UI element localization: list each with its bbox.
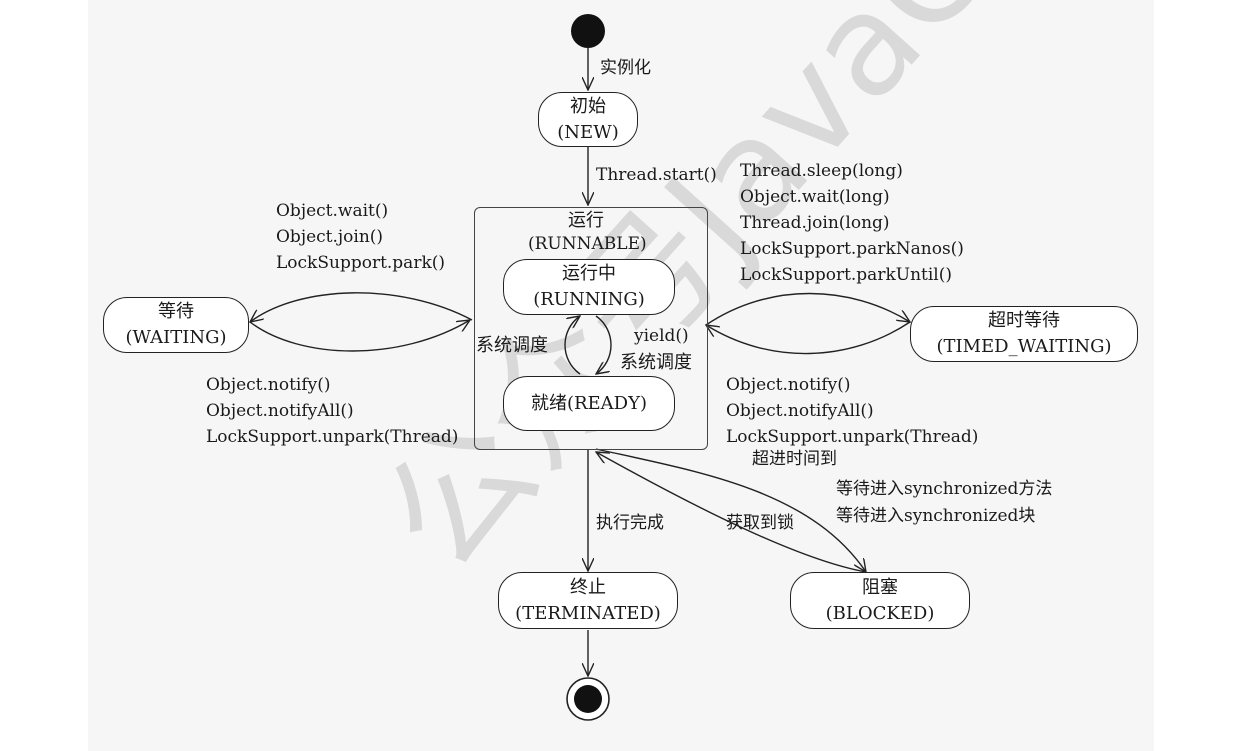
label-execution-done: 执行完成 [596, 513, 664, 533]
label-to-blocked-2: 等待进入synchronized块 [836, 506, 1036, 526]
state-terminated-code: (TERMINATED) [515, 602, 661, 624]
state-running-name: 运行中 [562, 263, 616, 284]
label-from-timed-waiting-3: LockSupport.unpark(Thread) [726, 427, 979, 447]
state-new: 初始 (NEW) [538, 92, 638, 147]
final-node-inner [574, 685, 602, 713]
label-from-waiting-2: Object.notifyAll() [206, 401, 354, 421]
arrow-scheduler-to-running [564, 316, 580, 375]
arrow-from-timed-waiting [706, 321, 911, 355]
runnable-title: 运行 [568, 210, 604, 231]
label-to-waiting-1: Object.wait() [276, 201, 389, 221]
label-to-timed-waiting-2: Object.wait(long) [740, 187, 890, 207]
arrow-yield-to-ready [596, 315, 612, 374]
label-instantiate: 实例化 [600, 58, 651, 78]
state-waiting-name: 等待 [158, 301, 194, 322]
state-new-code: (NEW) [557, 121, 619, 143]
label-to-blocked-1: 等待进入synchronized方法 [836, 479, 1053, 499]
label-from-waiting-3: LockSupport.unpark(Thread) [206, 427, 459, 447]
arrow-acquire-lock [596, 452, 867, 573]
state-blocked: 阻塞 (BLOCKED) [790, 572, 970, 629]
arrow-to-timed-waiting [705, 292, 910, 326]
state-terminated: 终止 (TERMINATED) [498, 572, 678, 629]
label-thread-start: Thread.start() [596, 165, 717, 185]
initial-node [571, 14, 605, 48]
label-to-waiting-3: LockSupport.park() [276, 253, 446, 273]
label-to-timed-waiting-5: LockSupport.parkUntil() [740, 265, 952, 285]
state-timed-waiting: 超时等待 (TIMED_WAITING) [910, 306, 1138, 362]
state-timed-waiting-name: 超时等待 [988, 310, 1060, 331]
label-from-waiting-1: Object.notify() [206, 375, 331, 395]
state-running: 运行中 (RUNNING) [503, 259, 675, 315]
state-waiting-code: (WAITING) [125, 327, 227, 348]
label-to-timed-waiting-1: Thread.sleep(long) [740, 161, 903, 181]
runnable-composite [474, 207, 708, 450]
label-to-waiting-2: Object.join() [276, 227, 384, 247]
state-blocked-name: 阻塞 [862, 576, 898, 598]
arrow-from-waiting [249, 320, 470, 352]
state-running-code: (RUNNING) [533, 289, 645, 310]
state-timed-waiting-code: (TIMED_WAITING) [936, 336, 1112, 357]
label-from-timed-waiting-1: Object.notify() [726, 375, 851, 395]
arrow-to-waiting [250, 292, 473, 322]
label-to-timed-waiting-3: Thread.join(long) [740, 213, 890, 233]
state-ready-name: 就绪(READY) [530, 392, 648, 414]
label-to-timed-waiting-4: LockSupport.parkNanos() [740, 239, 964, 259]
state-new-name: 初始 [570, 95, 606, 117]
state-terminated-name: 终止 [570, 576, 606, 598]
label-scheduler-left: 系统调度 [476, 335, 548, 356]
state-blocked-code: (BLOCKED) [825, 602, 935, 624]
runnable-code: (RUNNABLE) [528, 234, 647, 254]
state-ready: 就绪(READY) [503, 376, 675, 431]
label-from-timed-waiting-2: Object.notifyAll() [726, 401, 874, 421]
state-waiting: 等待 (WAITING) [103, 297, 249, 353]
label-yield: yield() [634, 326, 689, 346]
arrow-to-blocked [595, 448, 866, 572]
label-scheduler-right: 系统调度 [620, 352, 692, 373]
label-acquire-lock: 获取到锁 [726, 513, 794, 533]
label-timeout: 超进时间到 [752, 449, 837, 469]
